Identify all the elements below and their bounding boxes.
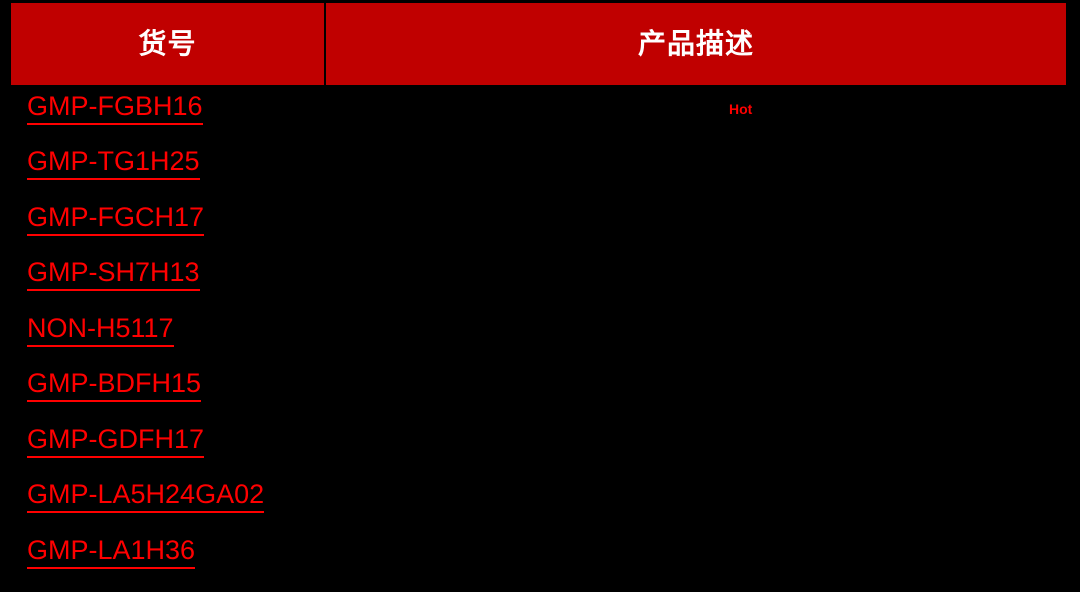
product-code-link[interactable]: NON-H5117: [27, 315, 174, 347]
table-row: GMP-BDFH15: [27, 366, 202, 406]
column-header-label-description: 产品描述: [637, 28, 754, 59]
table-column-codes: GMP-FGBH16 GMP-TG1H25 GMP-FGCH17 GMP-SH7…: [0, 85, 326, 592]
product-code-link[interactable]: GMP-BDFH15: [27, 370, 202, 402]
table-row: GMP-TG1H25: [27, 144, 200, 184]
table-header-row: 货号 产品描述: [11, 3, 1066, 85]
column-header-label-code: 货号: [138, 28, 197, 59]
product-code-link[interactable]: GMP-GDFH17: [27, 426, 205, 458]
table-row: NON-H5117: [27, 311, 174, 351]
status-badge-hot: Hot: [729, 101, 753, 117]
table-body: GMP-FGBH16 GMP-TG1H25 GMP-FGCH17 GMP-SH7…: [0, 85, 1080, 592]
table-row: GMP-GDFH17: [27, 422, 205, 462]
table-row: GMP-LA5H24GA02: [27, 477, 265, 517]
product-code-link[interactable]: GMP-LA5H24GA02: [27, 481, 265, 513]
product-code-link[interactable]: GMP-FGBH16: [27, 93, 203, 125]
product-code-link[interactable]: GMP-LA1H36: [27, 537, 196, 569]
product-code-link[interactable]: GMP-FGCH17: [27, 204, 205, 236]
table-row: GMP-FGCH17: [27, 200, 205, 240]
table-header-cell-description: 产品描述: [326, 3, 1066, 85]
table-header-cell-code: 货号: [11, 3, 326, 85]
table-column-descriptions: [328, 85, 1080, 592]
product-code-link[interactable]: GMP-SH7H13: [27, 259, 200, 291]
table-row: GMP-FGBH16: [27, 89, 203, 129]
product-code-link[interactable]: GMP-TG1H25: [27, 148, 200, 180]
table-row: GMP-SH7H13: [27, 255, 200, 295]
table-row: GMP-LA1H36: [27, 533, 196, 573]
